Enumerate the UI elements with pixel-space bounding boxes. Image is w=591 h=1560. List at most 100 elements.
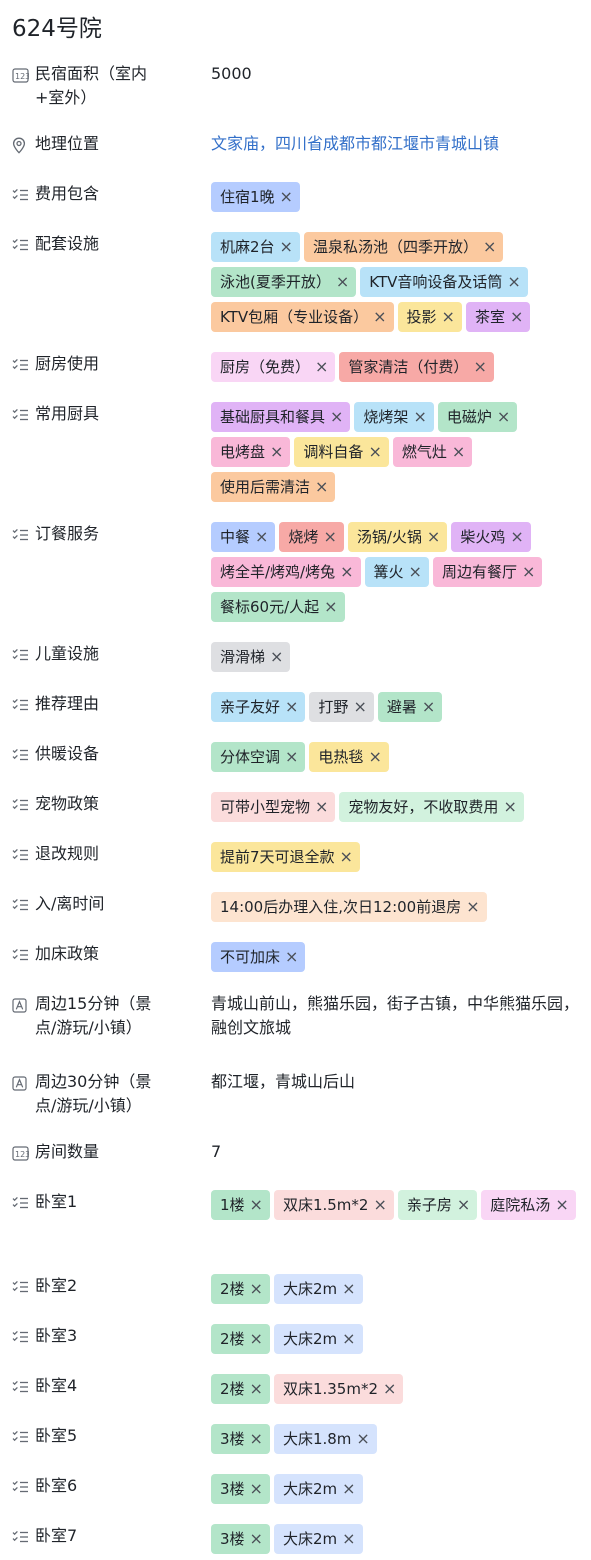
remove-tag-icon[interactable]: × bbox=[324, 597, 338, 616]
option-tag[interactable]: 温泉私汤池（四季开放）× bbox=[303, 232, 504, 262]
remove-tag-icon[interactable]: × bbox=[249, 1479, 263, 1498]
option-tag[interactable]: 电烤盘× bbox=[211, 437, 291, 467]
remove-tag-icon[interactable]: × bbox=[342, 1479, 356, 1498]
remove-tag-icon[interactable]: × bbox=[285, 747, 299, 766]
remove-tag-icon[interactable]: × bbox=[285, 947, 299, 966]
option-tag[interactable]: 1楼× bbox=[211, 1190, 270, 1220]
remove-tag-icon[interactable]: × bbox=[466, 897, 480, 916]
option-tag[interactable]: 厨房（免费）× bbox=[211, 352, 336, 382]
remove-tag-icon[interactable]: × bbox=[413, 407, 427, 426]
remove-tag-icon[interactable]: × bbox=[456, 1195, 471, 1214]
remove-tag-icon[interactable]: × bbox=[353, 697, 367, 716]
option-tag[interactable]: 住宿1晚× bbox=[211, 182, 300, 212]
remove-tag-icon[interactable]: × bbox=[279, 187, 293, 206]
option-tag[interactable]: 双床1.35m*2× bbox=[273, 1374, 404, 1404]
option-tag[interactable]: 电磁炉× bbox=[437, 402, 518, 432]
remove-tag-icon[interactable]: × bbox=[521, 562, 536, 581]
remove-tag-icon[interactable]: × bbox=[426, 527, 441, 546]
remove-tag-icon[interactable]: × bbox=[441, 307, 455, 326]
remove-tag-icon[interactable]: × bbox=[482, 237, 497, 256]
option-tag[interactable]: 大床2m× bbox=[273, 1274, 363, 1304]
remove-tag-icon[interactable]: × bbox=[249, 1529, 263, 1548]
option-tag[interactable]: 2楼× bbox=[211, 1274, 270, 1304]
option-tag[interactable]: 茶室× bbox=[465, 302, 531, 332]
remove-tag-icon[interactable]: × bbox=[368, 442, 382, 461]
remove-tag-icon[interactable]: × bbox=[249, 1429, 263, 1448]
option-tag[interactable]: 大床2m× bbox=[273, 1474, 363, 1504]
remove-tag-icon[interactable]: × bbox=[315, 477, 329, 496]
option-tag[interactable]: 3楼× bbox=[211, 1524, 270, 1554]
remove-tag-icon[interactable]: × bbox=[510, 527, 524, 546]
option-tag[interactable]: 滑滑梯× bbox=[211, 642, 291, 672]
option-tag[interactable]: 分体空调× bbox=[211, 742, 306, 772]
option-tag[interactable]: 庭院私汤× bbox=[481, 1190, 576, 1220]
remove-tag-icon[interactable]: × bbox=[503, 797, 517, 816]
remove-tag-icon[interactable]: × bbox=[451, 442, 466, 461]
remove-tag-icon[interactable]: × bbox=[279, 237, 293, 256]
remove-tag-icon[interactable]: × bbox=[249, 1195, 263, 1214]
option-tag[interactable]: 不可加床× bbox=[211, 942, 306, 972]
location-link[interactable]: 文家庙，四川省成都市都江堰市青城山镇 bbox=[211, 134, 500, 153]
remove-tag-icon[interactable]: × bbox=[249, 1379, 263, 1398]
option-tag[interactable]: 亲子友好× bbox=[211, 692, 306, 722]
remove-tag-icon[interactable]: × bbox=[509, 307, 524, 326]
option-tag[interactable]: 篝火× bbox=[364, 557, 429, 587]
remove-tag-icon[interactable]: × bbox=[255, 527, 269, 546]
option-tag[interactable]: 大床2m× bbox=[273, 1324, 363, 1354]
option-tag[interactable]: 大床1.8m× bbox=[273, 1424, 377, 1454]
remove-tag-icon[interactable]: × bbox=[373, 307, 387, 326]
remove-tag-icon[interactable]: × bbox=[315, 797, 329, 816]
option-tag[interactable]: 14:00后办理入住,次日12:00前退房× bbox=[211, 892, 487, 922]
option-tag[interactable]: 餐标60元/人起× bbox=[211, 592, 345, 622]
option-tag[interactable]: 周边有餐厅× bbox=[432, 557, 543, 587]
option-tag[interactable]: 电热毯× bbox=[309, 742, 389, 772]
option-tag[interactable]: 双床1.5m*2× bbox=[273, 1190, 394, 1220]
option-tag[interactable]: 2楼× bbox=[211, 1374, 270, 1404]
remove-tag-icon[interactable]: × bbox=[270, 647, 284, 666]
remove-tag-icon[interactable]: × bbox=[330, 407, 344, 426]
remove-tag-icon[interactable]: × bbox=[507, 272, 521, 291]
option-tag[interactable]: 调料自备× bbox=[294, 437, 389, 467]
option-tag[interactable]: 泳池(夏季开放）× bbox=[211, 267, 357, 297]
remove-tag-icon[interactable]: × bbox=[408, 562, 422, 581]
remove-tag-icon[interactable]: × bbox=[555, 1195, 569, 1214]
option-tag[interactable]: 提前7天可退全款× bbox=[211, 842, 360, 872]
remove-tag-icon[interactable]: × bbox=[335, 272, 350, 291]
remove-tag-icon[interactable]: × bbox=[315, 357, 329, 376]
option-tag[interactable]: 机麻2台× bbox=[211, 232, 300, 262]
remove-tag-icon[interactable]: × bbox=[356, 1429, 370, 1448]
option-tag[interactable]: KTV音响设备及话筒× bbox=[360, 267, 528, 297]
option-tag[interactable]: 避暑× bbox=[377, 692, 443, 722]
option-tag[interactable]: 3楼× bbox=[211, 1424, 270, 1454]
remove-tag-icon[interactable]: × bbox=[496, 407, 511, 426]
remove-tag-icon[interactable]: × bbox=[368, 747, 382, 766]
remove-tag-icon[interactable]: × bbox=[270, 442, 284, 461]
remove-tag-icon[interactable]: × bbox=[285, 697, 299, 716]
remove-tag-icon[interactable]: × bbox=[323, 527, 337, 546]
remove-tag-icon[interactable]: × bbox=[342, 1329, 356, 1348]
option-tag[interactable]: 使用后需清洁× bbox=[211, 472, 336, 502]
option-tag[interactable]: 打野× bbox=[309, 692, 374, 722]
option-tag[interactable]: 汤锅/火锅× bbox=[347, 522, 448, 552]
remove-tag-icon[interactable]: × bbox=[373, 1195, 387, 1214]
remove-tag-icon[interactable]: × bbox=[473, 357, 487, 376]
option-tag[interactable]: 烧烤架× bbox=[354, 402, 434, 432]
option-tag[interactable]: 烤全羊/烤鸡/烤兔× bbox=[211, 557, 361, 587]
remove-tag-icon[interactable]: × bbox=[383, 1379, 397, 1398]
option-tag[interactable]: 可带小型宠物× bbox=[211, 792, 336, 822]
remove-tag-icon[interactable]: × bbox=[249, 1279, 263, 1298]
option-tag[interactable]: 燃气灶× bbox=[392, 437, 473, 467]
option-tag[interactable]: 3楼× bbox=[211, 1474, 270, 1504]
remove-tag-icon[interactable]: × bbox=[342, 1529, 356, 1548]
remove-tag-icon[interactable]: × bbox=[421, 697, 436, 716]
option-tag[interactable]: 亲子房× bbox=[397, 1190, 478, 1220]
option-tag[interactable]: 管家清洁（付费）× bbox=[339, 352, 494, 382]
option-tag[interactable]: 基础厨具和餐具× bbox=[211, 402, 351, 432]
option-tag[interactable]: 柴火鸡× bbox=[451, 522, 531, 552]
option-tag[interactable]: 烧烤× bbox=[279, 522, 344, 552]
option-tag[interactable]: 投影× bbox=[397, 302, 462, 332]
remove-tag-icon[interactable]: × bbox=[339, 847, 353, 866]
remove-tag-icon[interactable]: × bbox=[249, 1329, 263, 1348]
option-tag[interactable]: 中餐× bbox=[211, 522, 276, 552]
option-tag[interactable]: 宠物友好，不收取费用× bbox=[339, 792, 524, 822]
